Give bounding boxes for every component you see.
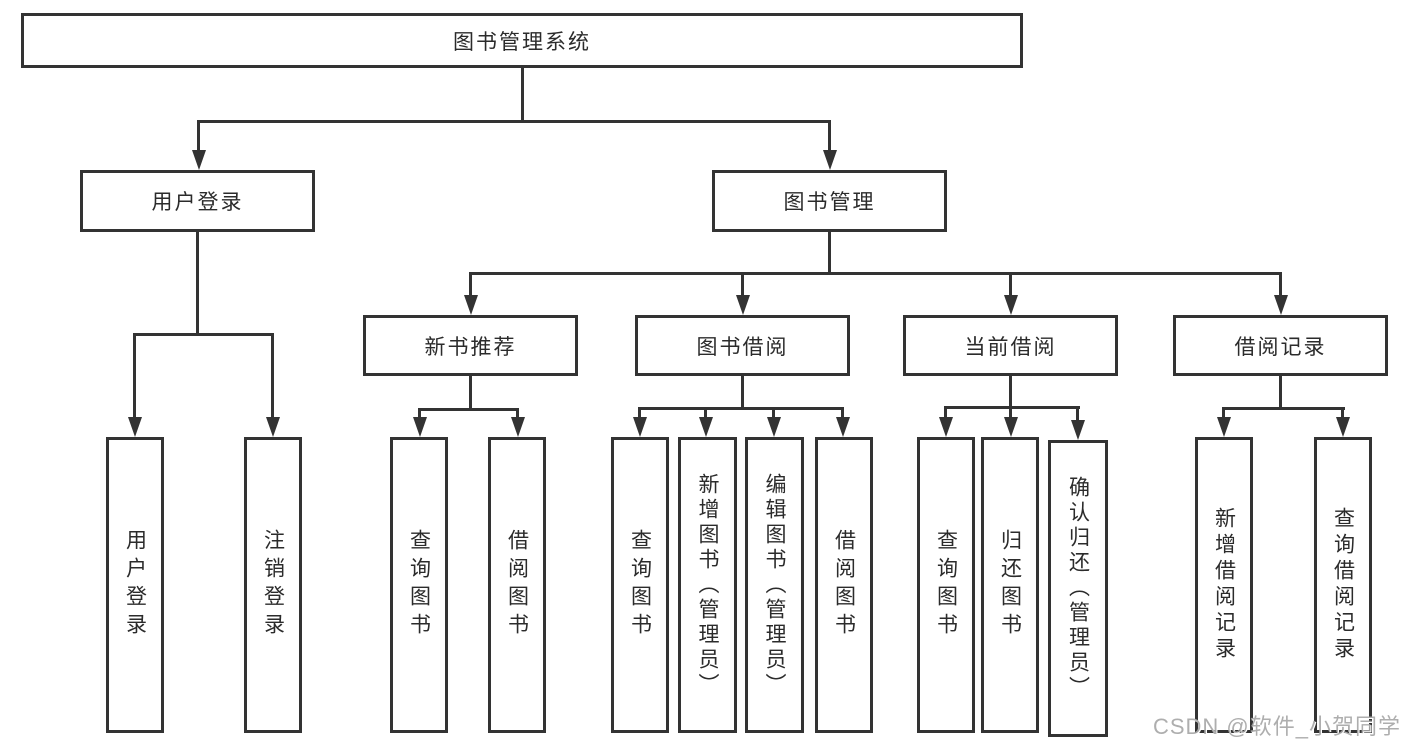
node-new-book-recommend: 新书推荐 bbox=[363, 315, 578, 376]
connector-borrow-records-branch bbox=[1222, 407, 1345, 410]
leaf-return-books: 归还图书 bbox=[981, 437, 1039, 733]
node-current-borrow: 当前借阅 bbox=[903, 315, 1118, 376]
node-book-borrow: 图书借阅 bbox=[635, 315, 850, 376]
connector-current-borrow-branch bbox=[944, 406, 1080, 409]
leaf-user-login-label: 用户登录 bbox=[123, 529, 147, 641]
arrow-down-borrow-records bbox=[1279, 272, 1282, 295]
arrow-down-query-books-2 bbox=[638, 407, 641, 417]
connector-book-management-stem bbox=[828, 232, 831, 272]
node-book-management: 图书管理 bbox=[712, 170, 947, 232]
arrow-down-leaf-user-login bbox=[133, 333, 136, 417]
arrow-down-new-book-recommend bbox=[469, 272, 472, 295]
leaf-query-books-3: 查询图书 bbox=[917, 437, 975, 733]
leaf-user-login: 用户登录 bbox=[106, 437, 164, 733]
arrow-down-edit-books bbox=[772, 407, 775, 417]
leaf-borrow-books-1: 借阅图书 bbox=[488, 437, 546, 733]
arrow-down-leaf-logout bbox=[271, 333, 274, 417]
node-new-book-recommend-label: 新书推荐 bbox=[424, 335, 517, 359]
node-book-management-label: 图书管理 bbox=[783, 191, 876, 214]
node-root-label: 图书管理系统 bbox=[453, 30, 591, 54]
leaf-query-books-1-label: 查询图书 bbox=[407, 529, 431, 641]
arrow-down-book-management bbox=[828, 120, 831, 150]
connector-book-borrow-stem bbox=[741, 376, 744, 407]
leaf-add-borrow-record: 新增借阅记录 bbox=[1195, 437, 1253, 733]
arrow-down-query-borrow-record bbox=[1341, 407, 1344, 417]
connector-new-book-branch bbox=[418, 408, 519, 411]
node-user-login-label: 用户登录 bbox=[151, 191, 244, 214]
connector-current-borrow-stem bbox=[1009, 376, 1012, 406]
connector-root-branch bbox=[197, 120, 831, 123]
connector-book-management-branch bbox=[469, 272, 1282, 275]
leaf-query-books-2: 查询图书 bbox=[611, 437, 669, 733]
arrow-down-user-login bbox=[197, 120, 200, 150]
leaf-borrow-books-1-label: 借阅图书 bbox=[505, 529, 529, 641]
csdn-watermark: CSDN @软件_小贺同学 bbox=[1152, 714, 1401, 739]
leaf-confirm-return: 确认归还（管理员） bbox=[1048, 440, 1108, 737]
node-current-borrow-label: 当前借阅 bbox=[964, 335, 1057, 359]
connector-new-book-stem bbox=[469, 376, 472, 408]
connector-borrow-records-stem bbox=[1279, 376, 1282, 407]
leaf-confirm-return-label: 确认归还（管理员） bbox=[1066, 476, 1090, 701]
connector-user-login-branch bbox=[133, 333, 274, 336]
node-book-borrow-label: 图书借阅 bbox=[696, 335, 789, 359]
arrow-down-book-borrow bbox=[741, 272, 744, 295]
arrow-down-confirm-return bbox=[1076, 406, 1079, 420]
leaf-query-books-1: 查询图书 bbox=[390, 437, 448, 733]
connector-user-login-stem bbox=[196, 232, 199, 333]
arrow-down-borrow-books-2 bbox=[841, 407, 844, 417]
leaf-return-books-label: 归还图书 bbox=[998, 529, 1022, 641]
leaf-query-books-2-label: 查询图书 bbox=[628, 529, 652, 641]
arrow-down-add-borrow-record bbox=[1222, 407, 1225, 417]
arrow-down-current-borrow bbox=[1009, 272, 1012, 295]
node-borrow-records: 借阅记录 bbox=[1173, 315, 1388, 376]
leaf-borrow-books-2-label: 借阅图书 bbox=[832, 529, 856, 641]
leaf-borrow-books-2: 借阅图书 bbox=[815, 437, 873, 733]
leaf-query-books-3-label: 查询图书 bbox=[934, 529, 958, 641]
leaf-logout-label: 注销登录 bbox=[261, 529, 285, 641]
leaf-add-books: 新增图书（管理员） bbox=[678, 437, 737, 733]
leaf-add-borrow-record-label: 新增借阅记录 bbox=[1212, 507, 1236, 663]
leaf-edit-books: 编辑图书（管理员） bbox=[745, 437, 804, 733]
node-borrow-records-label: 借阅记录 bbox=[1234, 335, 1327, 359]
leaf-edit-books-label: 编辑图书（管理员） bbox=[763, 472, 786, 698]
leaf-query-borrow-record: 查询借阅记录 bbox=[1314, 437, 1372, 733]
node-root: 图书管理系统 bbox=[21, 13, 1023, 68]
leaf-query-borrow-record-label: 查询借阅记录 bbox=[1331, 507, 1355, 663]
connector-book-borrow-branch bbox=[638, 407, 844, 410]
leaf-add-books-label: 新增图书（管理员） bbox=[696, 472, 719, 698]
connector-root-stem bbox=[521, 68, 524, 120]
leaf-logout: 注销登录 bbox=[244, 437, 302, 733]
arrow-down-borrow-books-1 bbox=[516, 408, 519, 417]
node-user-login: 用户登录 bbox=[80, 170, 315, 232]
arrow-down-return-books bbox=[1009, 406, 1012, 417]
arrow-down-query-books-1 bbox=[418, 408, 421, 417]
arrow-down-query-books-3 bbox=[944, 406, 947, 417]
arrow-down-add-books bbox=[704, 407, 707, 417]
